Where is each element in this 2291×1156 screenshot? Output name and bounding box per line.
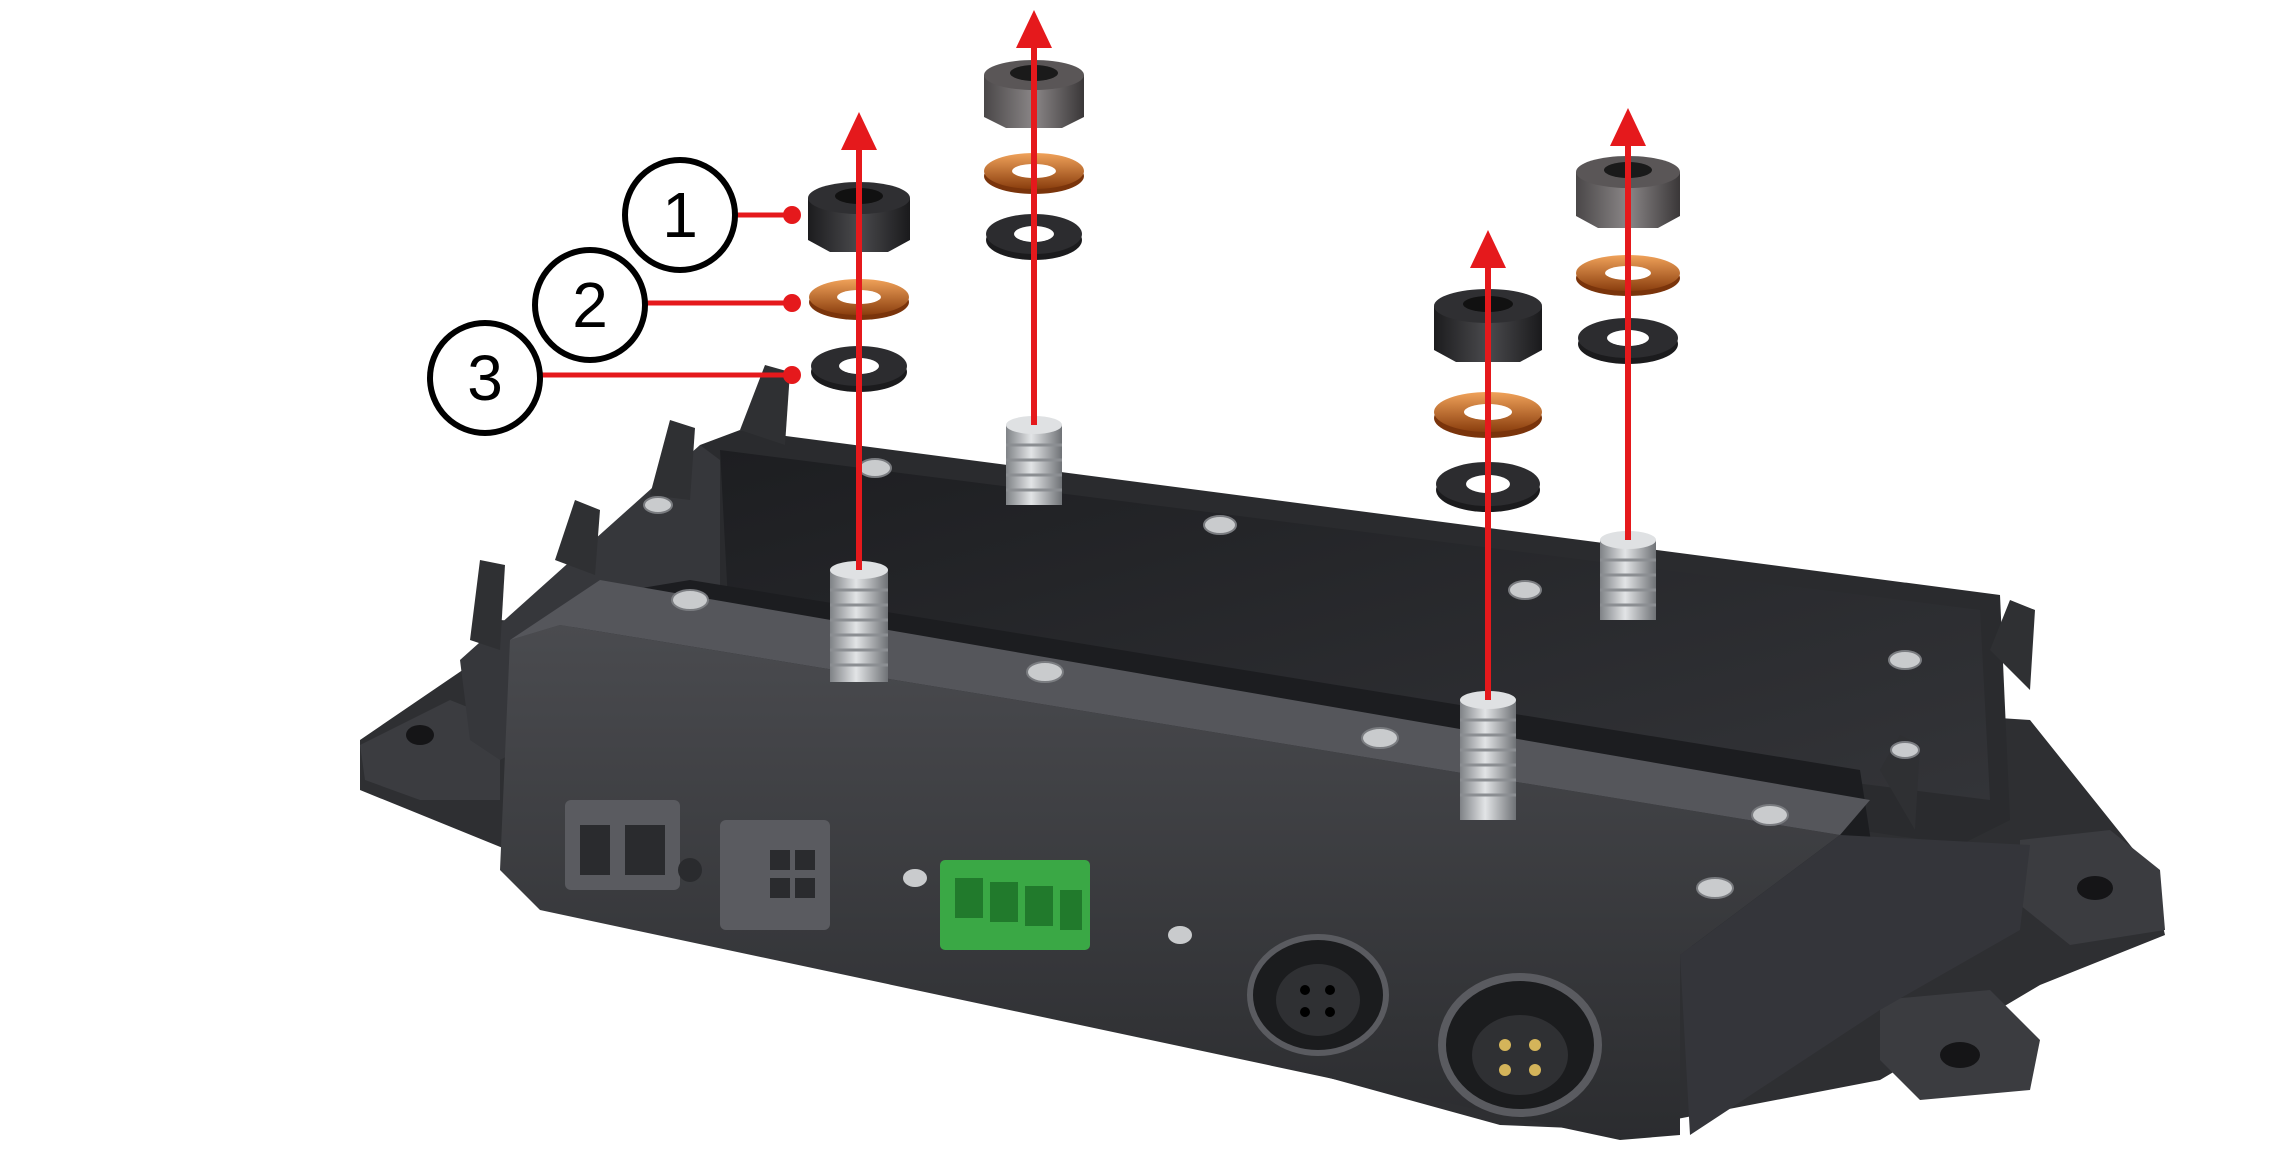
callout-2: 2 <box>532 247 801 363</box>
hardware-stack-b <box>984 10 1084 425</box>
screw <box>1696 877 1734 899</box>
screw <box>903 869 927 887</box>
mounting-hole-right-top <box>2077 876 2113 900</box>
screw <box>1751 804 1789 826</box>
clip-1 <box>740 365 790 445</box>
clip-4 <box>470 560 505 650</box>
callouts: 1 2 3 <box>427 157 801 436</box>
mounting-hole-right-bottom <box>1940 1042 1980 1068</box>
housing <box>360 365 2165 1140</box>
callout-1: 1 <box>622 157 801 273</box>
screw <box>643 496 673 514</box>
mounting-ear-left <box>360 700 500 800</box>
clip-5 <box>1990 600 2035 690</box>
clip-6 <box>1880 735 1920 830</box>
screw <box>858 458 892 478</box>
hardware-stack-c <box>1434 230 1542 700</box>
leader-dot <box>783 366 801 384</box>
circular-connector-icon <box>1247 934 1389 1056</box>
hardware-stack-a <box>808 112 910 570</box>
callout-3: 3 <box>427 320 801 436</box>
callout-circle <box>622 157 738 273</box>
clip-3 <box>555 500 600 575</box>
stud-2 <box>1006 416 1062 505</box>
screw <box>1168 926 1192 944</box>
housing-right-end <box>1680 835 2030 1135</box>
multi-pin-connector <box>565 800 830 930</box>
black-washer-icon <box>1436 462 1540 512</box>
circular-connector-icon <box>1438 973 1602 1117</box>
up-arrow-icon <box>1016 10 1052 48</box>
screw <box>1361 727 1399 749</box>
screw <box>1508 580 1542 600</box>
callout-number: 2 <box>572 269 608 341</box>
screw <box>1888 650 1922 670</box>
hardware-stack-d <box>1576 108 1680 540</box>
up-arrow-icon <box>1610 108 1646 146</box>
up-arrow-icon <box>841 112 877 150</box>
screw <box>1203 515 1237 535</box>
clip-2 <box>650 420 695 500</box>
stud-1 <box>830 561 888 682</box>
screw <box>1026 661 1064 683</box>
threaded-studs <box>830 416 1656 820</box>
housing-cavity <box>720 450 1990 800</box>
stud-4 <box>1600 531 1656 620</box>
up-arrow-icon <box>1470 230 1506 268</box>
leader-dot <box>783 294 801 312</box>
callout-circle <box>427 320 543 436</box>
mounting-hole-left <box>406 725 434 745</box>
leader-dot <box>783 206 801 224</box>
stud-3 <box>1460 691 1516 820</box>
screws <box>643 458 1922 899</box>
callout-number: 1 <box>662 179 698 251</box>
callout-circle <box>532 247 648 363</box>
terminal-block-icon <box>940 860 1090 950</box>
screw <box>1890 741 1920 759</box>
screw <box>671 589 709 611</box>
callout-number: 3 <box>467 342 503 414</box>
